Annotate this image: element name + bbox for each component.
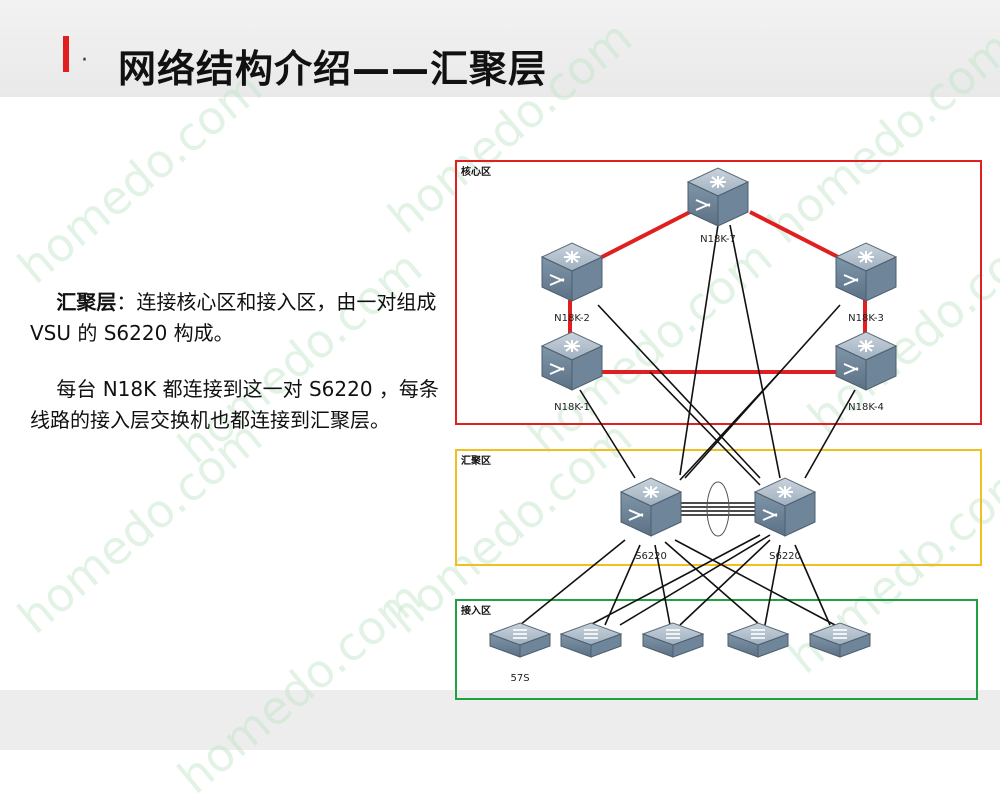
device-label: S6220: [635, 551, 667, 562]
title-bullet: ·: [81, 48, 88, 73]
zone-access-label: 接入区: [461, 604, 491, 617]
core-links: [568, 210, 867, 374]
device-label: N18K-3: [848, 313, 884, 324]
device-s6220-b: S6220: [754, 477, 816, 562]
zone-access: [455, 599, 978, 700]
paragraph-connections-text: 每台 N18K 都连接到这一对 S6220 ，每条线路的接入层交换机也都连接到汇…: [30, 377, 439, 432]
device-n18k3: N18K-3: [835, 242, 897, 324]
downlinks: [519, 534, 836, 626]
device-s6220-a: S6220: [620, 477, 682, 562]
zone-core-label: 核心区: [461, 165, 491, 178]
zone-aggregation-label: 汇聚区: [461, 454, 491, 467]
paragraph-aggregation: 汇聚层：连接核心区和接入区，由一对组成 VSU 的 S6220 构成。: [30, 287, 440, 349]
device-n18k4: N18K-4: [835, 331, 897, 413]
vsu-link: [670, 502, 765, 516]
title-band: [0, 0, 1000, 97]
paragraph-connections: 每台 N18K 都连接到这一对 S6220 ，每条线路的接入层交换机也都连接到汇…: [30, 374, 440, 436]
title-accent-bar: [63, 36, 69, 72]
device-label: N18K-4: [848, 402, 884, 413]
device-label: N18K-1: [554, 402, 590, 413]
network-diagram: 核心区 汇聚区 接入区: [455, 160, 982, 700]
vsu-ellipse: [706, 481, 730, 537]
zone-core: [455, 160, 982, 425]
device-access-2: [560, 622, 622, 658]
device-n18k7: N18K-7: [687, 167, 749, 245]
device-access-3: [642, 622, 704, 658]
device-access-1: 57S: [489, 622, 551, 684]
device-access-4: [727, 622, 789, 658]
device-label: 57S: [510, 673, 529, 684]
device-n18k2: N18K-2: [541, 242, 603, 324]
device-access-5: [809, 622, 871, 658]
device-label: N18K-7: [700, 234, 736, 245]
paragraph-aggregation-rest: ：连接核心区和接入区，由一对组成 VSU 的 S6220 构成。: [30, 290, 437, 345]
device-n18k1: N18K-1: [541, 331, 603, 413]
uplinks: [579, 224, 856, 486]
term-aggregation-layer: 汇聚层: [56, 290, 117, 314]
device-label: N18K-2: [554, 313, 590, 324]
device-label: S6220: [769, 551, 801, 562]
page-title: 网络结构介绍——汇聚层: [118, 47, 548, 91]
